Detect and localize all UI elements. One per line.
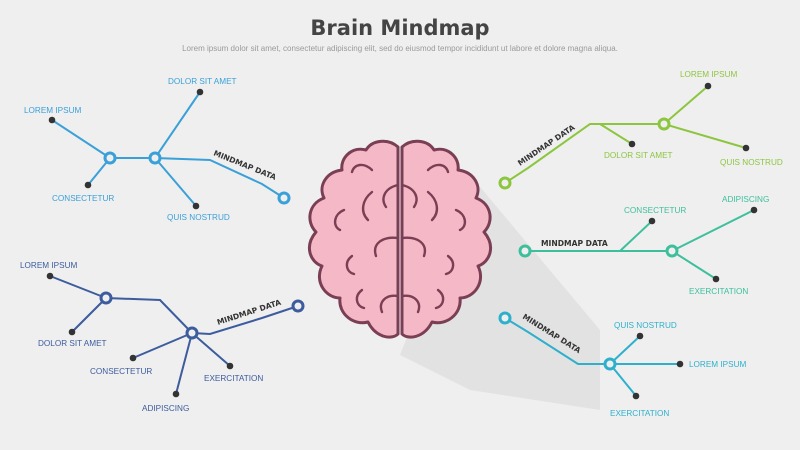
page-subtitle: Lorem ipsum dolor sit amet, consectetur … bbox=[182, 44, 618, 53]
leaf-label: CONSECTETUR bbox=[624, 206, 686, 215]
leaf-label: LOREM IPSUM bbox=[680, 70, 738, 79]
leaf-dot bbox=[750, 206, 758, 214]
leaf-label: DOLOR SIT AMET bbox=[38, 339, 107, 348]
leaf-dot bbox=[84, 181, 92, 189]
leaf-label: EXERCITATION bbox=[204, 374, 263, 383]
brain-icon bbox=[307, 139, 493, 339]
leaf-label: EXERCITATION bbox=[689, 287, 748, 296]
leaf-dot bbox=[226, 362, 234, 370]
leaf-dot bbox=[712, 275, 720, 283]
branch-node[interactable] bbox=[99, 291, 113, 305]
branch-node[interactable] bbox=[657, 117, 671, 131]
branch-bottom-right bbox=[504, 317, 680, 397]
connector-node[interactable] bbox=[277, 191, 291, 205]
connector-node[interactable] bbox=[291, 299, 305, 313]
leaf-label: QUIS NOSTRUD bbox=[614, 321, 677, 330]
branch-node[interactable] bbox=[148, 151, 162, 165]
leaf-dot bbox=[704, 82, 712, 90]
leaf-label: LOREM IPSUM bbox=[24, 106, 82, 115]
branch-node[interactable] bbox=[603, 357, 617, 371]
leaf-dot bbox=[632, 392, 640, 400]
leaf-label: ADIPISCING bbox=[142, 404, 189, 413]
branch-middle-right bbox=[525, 209, 755, 280]
connector-node[interactable] bbox=[498, 176, 512, 190]
leaf-dot bbox=[46, 272, 54, 280]
leaf-dot bbox=[742, 144, 750, 152]
branch-top-left bbox=[51, 91, 285, 207]
branch-bottom-left bbox=[49, 275, 299, 395]
connector-label: MINDMAP DATA bbox=[516, 123, 576, 168]
leaf-dot bbox=[129, 354, 137, 362]
leaf-dot bbox=[648, 217, 656, 225]
leaf-dot bbox=[628, 140, 636, 148]
branch-top-right bbox=[504, 85, 747, 184]
leaf-label: CONSECTETUR bbox=[90, 367, 152, 376]
branch-node[interactable] bbox=[103, 151, 117, 165]
leaf-label: CONSECTETUR bbox=[52, 194, 114, 203]
leaf-dot bbox=[636, 332, 644, 340]
leaf-label: DOLOR SIT AMET bbox=[604, 151, 673, 160]
leaf-label: QUIS NOSTRUD bbox=[720, 158, 783, 167]
leaf-dot bbox=[676, 360, 684, 368]
connector-node[interactable] bbox=[518, 244, 532, 258]
leaf-label: LOREM IPSUM bbox=[20, 261, 78, 270]
leaf-label: ADIPISCING bbox=[722, 195, 769, 204]
page-title: Brain Mindmap bbox=[310, 16, 489, 40]
leaf-label: LOREM IPSUM bbox=[689, 360, 747, 369]
connector-node[interactable] bbox=[498, 311, 512, 325]
leaf-dot bbox=[48, 116, 56, 124]
leaf-dot bbox=[172, 390, 180, 398]
leaf-label: DOLOR SIT AMET bbox=[168, 77, 237, 86]
leaf-dot bbox=[68, 328, 76, 336]
branch-node[interactable] bbox=[185, 326, 199, 340]
leaf-dot bbox=[196, 88, 204, 96]
leaf-label: EXERCITATION bbox=[610, 409, 669, 418]
leaf-dot bbox=[192, 202, 200, 210]
leaf-label: QUIS NOSTRUD bbox=[167, 213, 230, 222]
branch-node[interactable] bbox=[665, 244, 679, 258]
connector-label: MINDMAP DATA bbox=[541, 239, 608, 248]
